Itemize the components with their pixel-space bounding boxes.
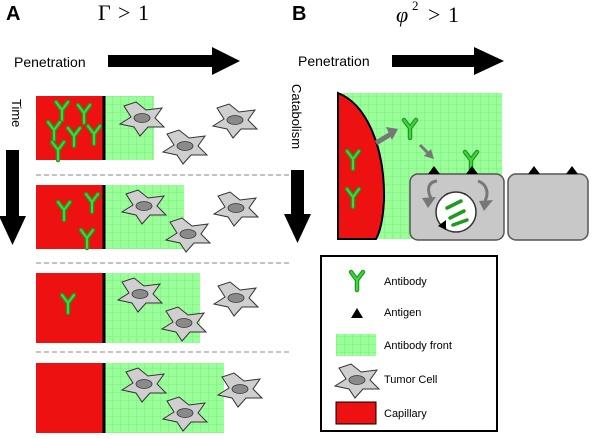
- condition-b-symbol: φ: [396, 2, 408, 27]
- lysosome: [435, 191, 477, 233]
- legend: Antibody Antigen Antibody front Tumor Ce…: [320, 255, 498, 432]
- catabolism-label: Catabolism: [289, 84, 304, 149]
- surface-antigen: [428, 166, 440, 174]
- condition-b-operator: >: [428, 2, 440, 27]
- panel-a-condition: Γ > 1: [98, 0, 149, 25]
- penetration-label-a: Penetration: [14, 54, 86, 70]
- condition-b-exponent: 2: [412, 0, 419, 13]
- panel-b-condition: φ 2 > 1: [396, 0, 459, 27]
- time-row-3: [36, 273, 259, 343]
- internalization-arrows: [422, 179, 493, 211]
- legend-item-tumor: Tumor Cell: [334, 363, 437, 399]
- time-row-4: [36, 363, 263, 433]
- condition-b-value: 1: [448, 2, 459, 27]
- catabolism-arrow: [284, 170, 311, 243]
- capillary-region: [337, 91, 386, 240]
- time-arrow: [0, 150, 26, 245]
- legend-item-antigen: Antigen: [351, 307, 421, 319]
- legend-label: Antibody front: [384, 340, 452, 352]
- condition-a-value: 1: [138, 0, 149, 25]
- legend-label: Capillary: [384, 408, 427, 420]
- extravasation-arrow: [374, 127, 398, 146]
- legend-item-antibody: Antibody: [351, 272, 427, 290]
- capillary-region: [36, 185, 104, 249]
- tumor-cell: [213, 191, 259, 227]
- panel-b-label: B: [292, 3, 306, 25]
- surface-antigen: [466, 166, 478, 174]
- penetration-arrow-a: [108, 47, 240, 75]
- time-row-1: [36, 96, 258, 165]
- capillary-region: [36, 363, 104, 433]
- surface-antigen: [528, 166, 540, 174]
- time-label: Time: [9, 99, 24, 127]
- tumor-cell: [217, 372, 263, 408]
- legend-label: Antigen: [384, 307, 421, 319]
- legend-item-front: Antibody front: [336, 334, 452, 356]
- tumor-cell: [213, 281, 259, 317]
- capillary-icon: [335, 401, 377, 425]
- antibody-front-icon: [336, 334, 376, 356]
- tumor-cell: [162, 129, 208, 165]
- tumor-cell-block: [507, 173, 589, 241]
- time-row-2: [36, 185, 259, 253]
- penetration-arrow-b: [392, 47, 504, 75]
- legend-item-capillary: Capillary: [335, 401, 427, 425]
- condition-a-symbol: Γ: [98, 0, 111, 25]
- penetration-label-b: Penetration: [298, 53, 370, 69]
- panel-a-label: A: [6, 3, 20, 25]
- tumor-cell: [212, 103, 258, 139]
- surface-antigen: [566, 166, 578, 174]
- antigen-icon: [351, 308, 363, 318]
- binding-arrow: [418, 143, 434, 159]
- legend-label: Antibody: [384, 276, 427, 288]
- legend-label: Tumor Cell: [384, 374, 437, 386]
- condition-a-operator: >: [118, 0, 130, 25]
